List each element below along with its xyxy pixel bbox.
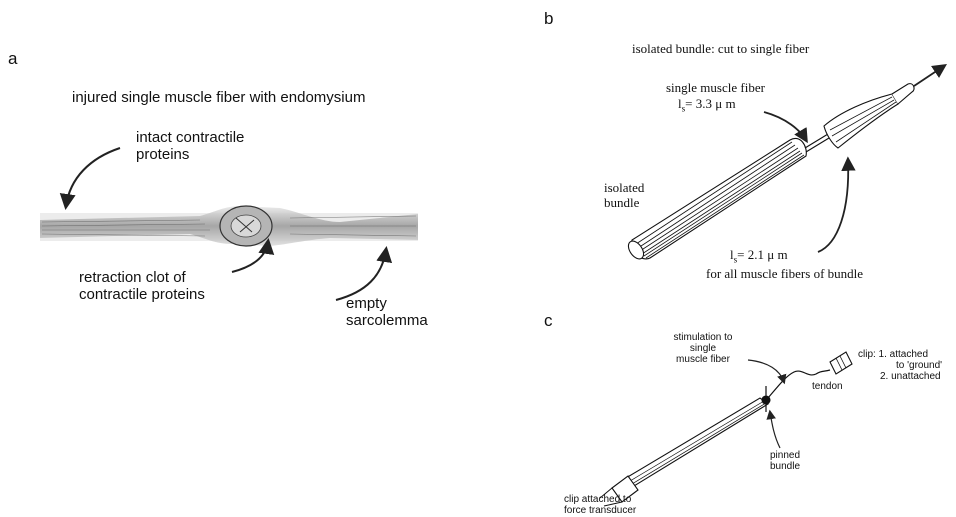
label-intact: intact contractile proteins xyxy=(136,129,244,163)
label-clip-bottom: clip attached to force transducer xyxy=(564,494,636,516)
label-pinned-line2: bundle xyxy=(770,461,800,472)
panel-letter-b: b xyxy=(544,9,553,29)
label-clip-top-line2: to 'ground' xyxy=(858,360,942,371)
arrow-empty xyxy=(336,250,386,300)
label-single-fiber: single muscle fiber xyxy=(666,80,765,95)
arrow-stim xyxy=(748,360,784,382)
arrow-pinned xyxy=(770,412,780,448)
label-bundle-line2: bundle xyxy=(604,195,644,210)
label-empty-line2: sarcolemma xyxy=(346,312,428,329)
label-ls-bundle: ls= 2.1 μ m xyxy=(730,247,788,268)
label-intact-line1: intact contractile xyxy=(136,129,244,146)
label-clip-top: clip: 1. attached to 'ground' 2. unattac… xyxy=(858,349,942,382)
panel-a-title: injured single muscle fiber with endomys… xyxy=(72,89,365,106)
label-ls-single: ls= 3.3 μ m xyxy=(678,96,736,117)
label-pinned-bundle: pinned bundle xyxy=(770,450,800,472)
label-intact-line2: proteins xyxy=(136,146,244,163)
panel-b-title: isolated bundle: cut to single fiber xyxy=(632,41,809,56)
label-clip-top-line3: 2. unattached xyxy=(858,371,942,382)
fiber-micrograph xyxy=(40,206,418,246)
label-pinned-line1: pinned xyxy=(770,450,800,461)
label-clot: retraction clot of contractile proteins xyxy=(79,269,205,303)
bundle-drawing xyxy=(625,84,914,262)
panel-letter-c: c xyxy=(544,311,553,331)
ls-bundle-value: = 2.1 μ m xyxy=(737,247,787,262)
label-all-fibers: for all muscle fibers of bundle xyxy=(706,266,863,281)
label-stim-line2: single xyxy=(660,343,746,354)
label-stimulation: stimulation to single muscle fiber xyxy=(660,332,746,365)
arrow-bundle-ls xyxy=(818,160,848,252)
label-clip-bottom-line2: force transducer xyxy=(564,505,636,516)
label-clip-top-line1: clip: 1. attached xyxy=(858,349,942,360)
label-clot-line1: retraction clot of xyxy=(79,269,205,286)
label-bundle-line1: isolated xyxy=(604,180,644,195)
panel-letter-a: a xyxy=(8,49,17,69)
label-stim-line3: muscle fiber xyxy=(660,354,746,365)
pull-arrow xyxy=(914,66,944,86)
arrow-intact xyxy=(66,148,120,206)
label-tendon: tendon xyxy=(812,381,843,392)
label-stim-line1: stimulation to xyxy=(660,332,746,343)
label-clip-bottom-line1: clip attached to xyxy=(564,494,636,505)
label-empty-line1: empty xyxy=(346,295,428,312)
arrow-single-fiber xyxy=(764,112,806,140)
setup-drawing xyxy=(600,352,852,506)
label-isolated-bundle: isolated bundle xyxy=(604,180,644,210)
arrow-clot xyxy=(232,242,268,272)
label-clot-line2: contractile proteins xyxy=(79,286,205,303)
ls-single-value: = 3.3 μ m xyxy=(685,96,735,111)
label-empty: empty sarcolemma xyxy=(346,295,428,329)
